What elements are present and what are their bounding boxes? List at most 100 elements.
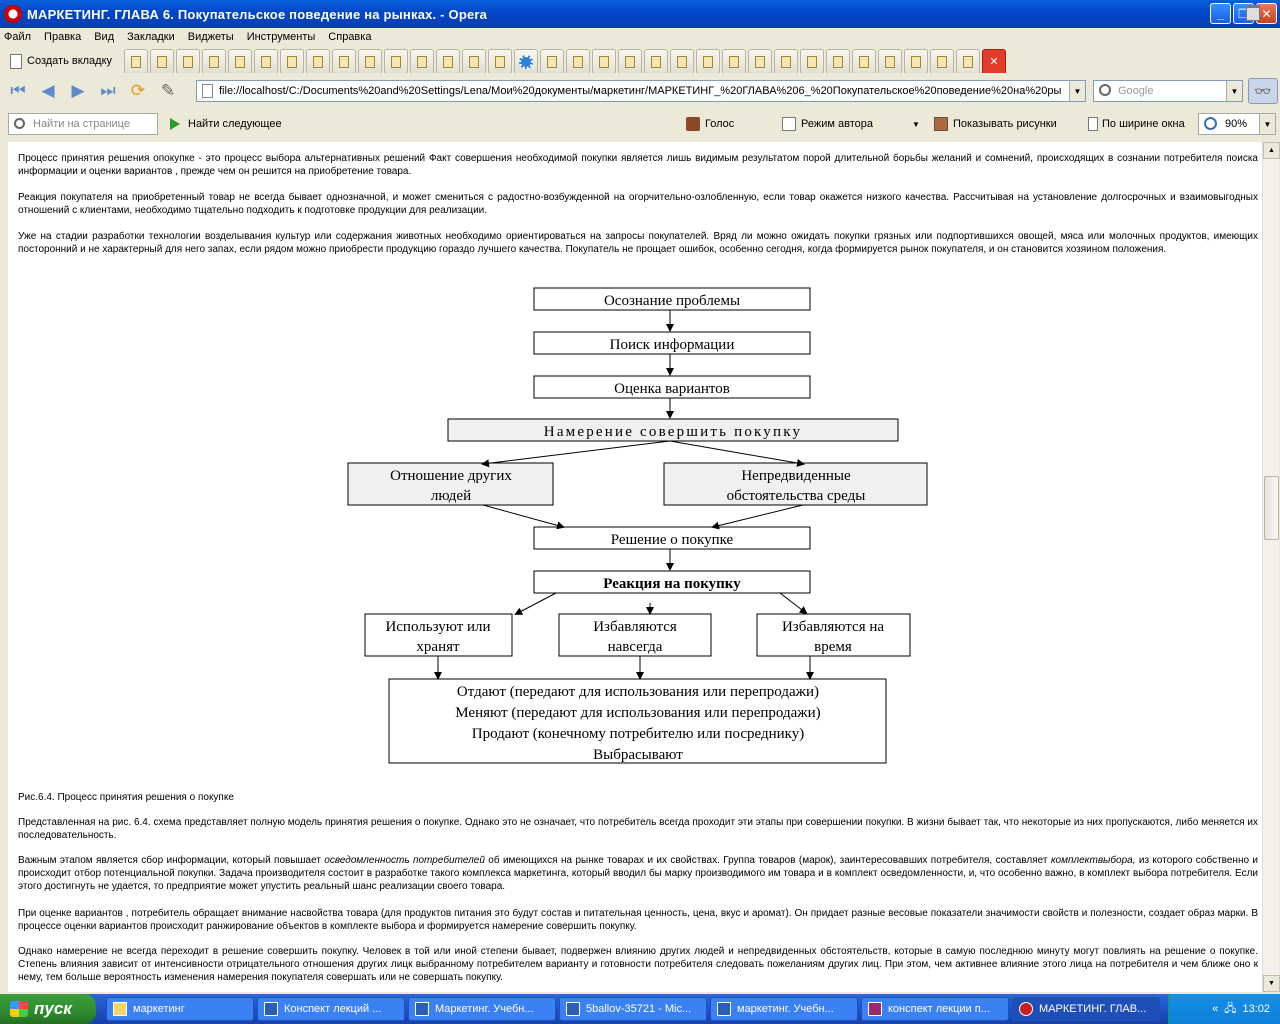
label-outcome-4: Выбрасывают <box>593 747 683 763</box>
address-dropdown-icon[interactable]: ▼ <box>1069 81 1085 101</box>
task-label: конспект лекции п... <box>888 1003 990 1015</box>
arrow-reaction-dispose-temp <box>779 592 808 615</box>
menu-help[interactable]: Справка <box>328 31 372 43</box>
scroll-thumb[interactable] <box>1264 476 1279 540</box>
tab-page[interactable] <box>280 49 305 73</box>
tab-page[interactable] <box>462 49 487 73</box>
tab-page[interactable] <box>956 49 981 73</box>
author-mode-dropdown-icon[interactable]: ▼ <box>912 119 920 129</box>
menu-file[interactable]: Файл <box>4 31 32 43</box>
tab-page[interactable] <box>644 49 669 73</box>
rewind-icon[interactable]: ⏮ <box>10 81 26 100</box>
task-5ballov[interactable]: 5ballov-35721 - Mic... <box>559 997 707 1021</box>
tab-page[interactable] <box>670 49 695 73</box>
page-icon <box>911 55 922 68</box>
menu-tools[interactable]: Инструменты <box>246 31 316 43</box>
menu-widgets[interactable]: Виджеты <box>187 31 234 43</box>
start-button[interactable]: пуск <box>0 994 96 1024</box>
tab-settings[interactable] <box>514 49 539 73</box>
label-dispose-temp-2: время <box>814 639 852 655</box>
page-icon <box>885 55 896 68</box>
tab-page[interactable] <box>618 49 643 73</box>
tab-page[interactable] <box>254 49 279 73</box>
menu-edit[interactable]: Правка <box>44 31 82 43</box>
tab-page[interactable] <box>202 49 227 73</box>
tab-page[interactable] <box>748 49 773 73</box>
task-marketing-folder[interactable]: маркетинг <box>106 997 254 1021</box>
tab-page[interactable] <box>410 49 435 73</box>
author-mode-button[interactable]: Режим автора <box>782 113 873 135</box>
tab-page[interactable] <box>228 49 253 73</box>
tab-page[interactable] <box>878 49 903 73</box>
scroll-up-icon[interactable]: ▲ <box>1263 142 1280 159</box>
voice-button[interactable]: Голос <box>686 113 734 135</box>
opera-icon[interactable] <box>4 5 22 23</box>
search-engine-dropdown-icon[interactable]: ▼ <box>1226 81 1242 101</box>
tab-page[interactable] <box>124 49 149 73</box>
tab-page[interactable] <box>826 49 851 73</box>
tab-page[interactable] <box>904 49 929 73</box>
tab-page[interactable] <box>540 49 565 73</box>
tab-page[interactable] <box>774 49 799 73</box>
address-field[interactable]: file://localhost/C:/Documents%20and%20Se… <box>196 80 1086 102</box>
vertical-scrollbar[interactable]: ▲ ▼ <box>1262 142 1280 992</box>
glasses-icon[interactable]: 👓 <box>1248 78 1278 104</box>
tab-page[interactable] <box>384 49 409 73</box>
tab-page[interactable] <box>436 49 461 73</box>
address-url[interactable]: file://localhost/C:/Documents%20and%20Se… <box>219 85 1062 97</box>
page-icon <box>469 55 480 68</box>
task-lecture-notes-rar[interactable]: конспект лекции п... <box>861 997 1009 1021</box>
label-reaction: Реакция на покупку <box>603 576 741 592</box>
page-icon <box>235 55 246 68</box>
paragraph-5-term-choice-set: комплектвыбора, <box>1050 855 1136 866</box>
label-awareness: Осознание проблемы <box>604 293 740 309</box>
tab-page[interactable] <box>306 49 331 73</box>
task-marketing-textbook[interactable]: Маркетинг. Учебн... <box>408 997 556 1021</box>
edit-icon[interactable]: ✎ <box>160 81 176 100</box>
trash-icon[interactable] <box>1246 5 1260 21</box>
search-field[interactable]: Google ▼ <box>1093 80 1243 102</box>
label-use-2: хранят <box>416 639 460 655</box>
scroll-down-icon[interactable]: ▼ <box>1263 975 1280 992</box>
forward-icon[interactable]: ▶ <box>71 81 85 100</box>
paragraph-6: При оценке вариантов , потребитель обращ… <box>18 908 1258 932</box>
find-next-button[interactable]: Найти следующее <box>170 113 282 135</box>
tab-page[interactable] <box>150 49 175 73</box>
voice-label: Голос <box>705 118 735 130</box>
menu-bookmarks[interactable]: Закладки <box>127 31 175 43</box>
tab-page[interactable] <box>722 49 747 73</box>
menu-view[interactable]: Вид <box>94 31 115 43</box>
tab-page[interactable] <box>800 49 825 73</box>
network-icon[interactable]: 🖧 <box>1224 1002 1237 1015</box>
task-lecture-notes[interactable]: Конспект лекций ... <box>257 997 405 1021</box>
new-tab-button[interactable]: Создать вкладку <box>6 49 118 73</box>
fit-width-button[interactable]: По ширине окна <box>1088 113 1185 135</box>
back-icon[interactable]: ◀ <box>41 81 55 100</box>
tab-page[interactable] <box>852 49 877 73</box>
box-reaction <box>533 570 811 594</box>
tab-page[interactable] <box>930 49 955 73</box>
tab-page[interactable] <box>176 49 201 73</box>
zoom-dropdown-icon[interactable]: ▼ <box>1259 114 1275 134</box>
tab-page[interactable] <box>696 49 721 73</box>
show-images-button[interactable]: Показывать рисунки <box>934 113 1057 135</box>
zoom-select[interactable]: 90% ▼ <box>1198 113 1276 135</box>
reload-icon[interactable]: ⟳ <box>130 81 146 100</box>
taskbar: пуск маркетинг Конспект лекций ... Марке… <box>0 994 1280 1024</box>
tab-page[interactable] <box>332 49 357 73</box>
fast-forward-icon[interactable]: ⏭ <box>100 81 116 100</box>
word-icon <box>415 1002 429 1016</box>
tab-page[interactable] <box>566 49 591 73</box>
tab-page[interactable] <box>488 49 513 73</box>
paragraph-5-text-c: об имеющихся на рынке товарах и их свойс… <box>484 855 1051 866</box>
minimize-button[interactable]: _ <box>1210 3 1231 24</box>
task-marketing-textbook-2[interactable]: маркетинг. Учебн... <box>710 997 858 1021</box>
page-icon <box>209 55 220 68</box>
tab-page[interactable] <box>358 49 383 73</box>
tray-arrow-icon[interactable]: « <box>1212 1003 1219 1015</box>
tab-close-icon[interactable]: ✕ <box>982 49 1007 73</box>
paragraph-5-text-e: из которого собственно и происходит отбо… <box>18 855 1258 892</box>
find-input[interactable]: Найти на странице <box>8 113 158 135</box>
task-opera-marketing[interactable]: МАРКЕТИНГ. ГЛАВ... <box>1012 997 1160 1021</box>
tab-page[interactable] <box>592 49 617 73</box>
